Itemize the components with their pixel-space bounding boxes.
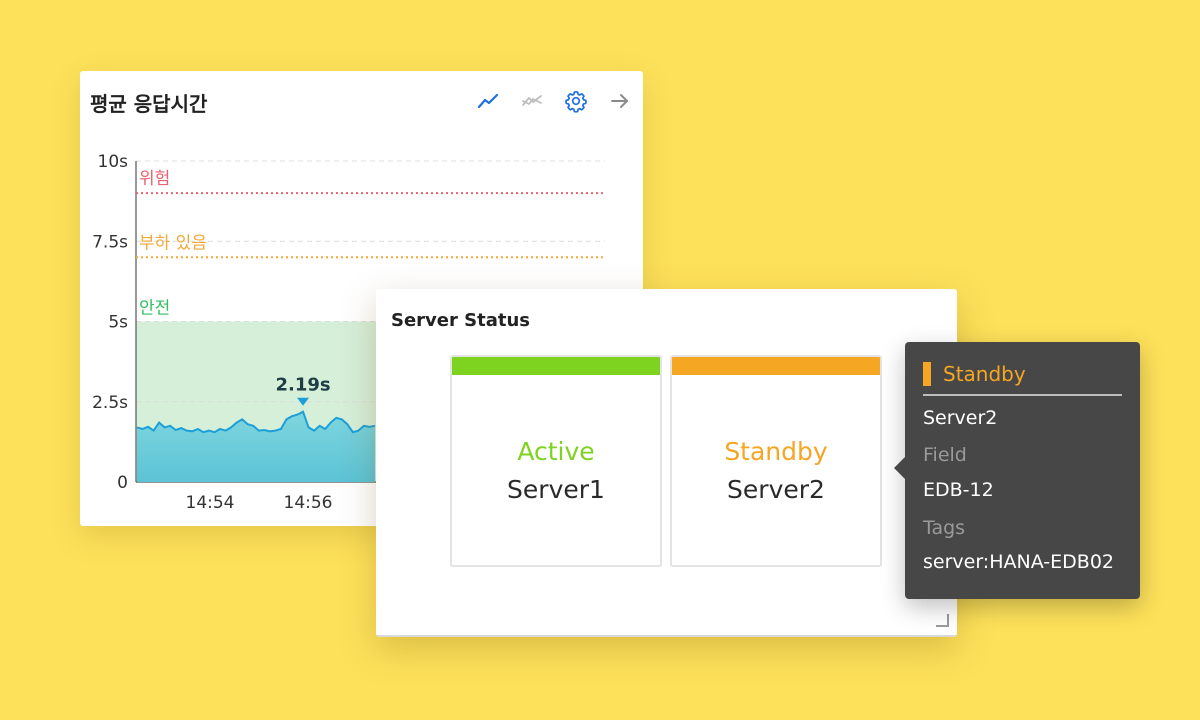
server-status-panel: Server Status Active Server1 Standby Ser… xyxy=(376,289,957,637)
expand-button[interactable] xyxy=(607,88,633,114)
field-value: EDB-12 xyxy=(923,479,994,501)
status-swatch xyxy=(923,362,931,386)
y-tick-label: 7.5s xyxy=(92,232,128,252)
x-tick-label: 14:54 xyxy=(186,493,235,513)
status-bar xyxy=(672,357,880,375)
y-tick-label: 10s xyxy=(98,152,129,172)
line-chart-icon xyxy=(477,93,499,109)
server-card-server2[interactable]: Standby Server2 xyxy=(670,355,882,567)
threshold-label: 위험 xyxy=(139,169,170,189)
server-name: Server2 xyxy=(727,475,825,504)
settings-button[interactable] xyxy=(563,88,589,114)
annotation-label: 2.19s xyxy=(275,375,330,396)
tooltip-header: Standby xyxy=(923,362,1026,386)
field-label: Field xyxy=(923,444,967,466)
compare-chart-icon xyxy=(522,95,542,106)
divider xyxy=(923,394,1122,396)
tooltip-server: Server2 xyxy=(923,407,998,429)
series-area xyxy=(137,411,375,482)
server-tooltip: Standby Server2 Field EDB-12 Tags server… xyxy=(894,342,1140,599)
tags-label: Tags xyxy=(923,517,966,539)
status-label: Active xyxy=(517,437,595,466)
x-tick-label: 14:56 xyxy=(284,493,333,513)
line-chart-button[interactable] xyxy=(475,88,501,114)
panel-toolbar xyxy=(475,88,633,114)
compare-chart-button[interactable] xyxy=(519,88,545,114)
server-card-server1[interactable]: Active Server1 xyxy=(450,355,662,567)
y-tick-label: 0 xyxy=(117,473,128,493)
threshold-label: 부하 있음 xyxy=(139,233,207,253)
status-label: Standby xyxy=(724,437,828,466)
server-name: Server1 xyxy=(507,475,605,504)
status-bar xyxy=(452,357,660,375)
tooltip-status: Standby xyxy=(943,362,1026,386)
resize-handle[interactable] xyxy=(936,614,949,627)
annotation-marker xyxy=(297,397,310,406)
tags-value: server:HANA-EDB02 xyxy=(923,551,1114,573)
series-line xyxy=(136,410,376,434)
arrow-right-icon xyxy=(611,94,628,108)
threshold-label: 안전 xyxy=(139,299,170,319)
gear-icon xyxy=(565,90,587,113)
y-tick-label: 2.5s xyxy=(92,393,128,413)
y-tick-label: 5s xyxy=(108,313,128,333)
panel-title: 평균 응답시간 xyxy=(90,92,208,116)
panel-title: Server Status xyxy=(391,310,530,331)
